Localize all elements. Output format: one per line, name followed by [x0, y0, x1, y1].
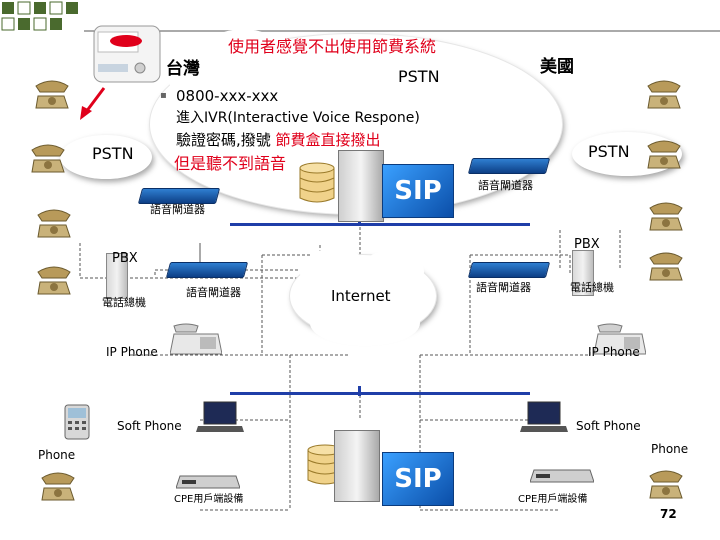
soft-phone-icon: [64, 404, 90, 440]
label-gateway-left-lower: 語音閘道器: [186, 286, 241, 299]
phone-icon: [647, 140, 681, 169]
voip-box-icon: [93, 25, 161, 83]
database-icon: [299, 162, 335, 203]
gateway-icon: [467, 158, 551, 174]
label-pstn-top: PSTN: [398, 67, 440, 86]
ip-phone-icon: [170, 323, 222, 355]
diagram-title: 使用者感覺不出使用節費系統: [228, 37, 437, 56]
pbx-icon: [572, 250, 594, 296]
label-gateway-left-upper: 語音閘道器: [150, 203, 205, 216]
red-arrow-icon: [80, 87, 106, 120]
server-icon: [334, 430, 380, 502]
note-line-3-highlight: 節費盒直接撥出: [275, 131, 381, 149]
backbone-bottom: [230, 392, 530, 395]
cpe-icon: [176, 475, 240, 489]
phone-icon: [649, 202, 683, 231]
gateway-icon: [137, 188, 221, 204]
laptop-icon: [196, 401, 244, 432]
note-line-3-text: 驗證密碼,撥號: [176, 131, 276, 149]
gateway-icon: [467, 262, 551, 278]
label-gateway-right-top: 語音閘道器: [478, 179, 533, 192]
phone-icon: [41, 472, 75, 501]
label-pstn-right: PSTN: [588, 142, 630, 161]
label-usa: 美國: [540, 57, 574, 77]
laptop-icon: [520, 401, 568, 432]
cpe-icon: [530, 469, 594, 483]
label-internet: Internet: [331, 287, 391, 305]
label-phone-right: Phone: [651, 442, 689, 456]
note-line-4: 但是聽不到語音: [174, 154, 287, 173]
label-pbx-right: PBX: [574, 237, 600, 252]
sip-server-icon: SIP: [382, 452, 454, 506]
note-line-2: 進入IVR(Interactive Voice Respone): [176, 110, 420, 126]
note-line-3: 驗證密碼,撥號 節費盒直接撥出: [176, 131, 381, 149]
label-gateway-right-lower: 語音閘道器: [476, 281, 531, 294]
label-pbx-left: PBX: [112, 251, 138, 266]
server-icon: [338, 150, 384, 222]
phone-icon: [31, 144, 65, 173]
label-taiwan: 台灣: [166, 59, 200, 79]
label-soft-phone-left: Soft Phone: [117, 419, 182, 433]
phone-icon: [649, 252, 683, 281]
label-cpe-left: CPE用戶端設備: [174, 494, 244, 505]
phone-icon: [37, 266, 71, 295]
phone-icon: [647, 80, 681, 109]
sip-server-icon: SIP: [382, 164, 454, 218]
backbone-top: [230, 223, 530, 226]
label-ip-phone-left: IP Phone: [106, 345, 158, 359]
gateway-icon: [165, 262, 249, 278]
label-cpe-right: CPE用戶端設備: [518, 494, 588, 505]
pstn-left-cloud: [60, 135, 152, 179]
phone-icon: [35, 80, 69, 109]
label-soft-phone-right: Soft Phone: [576, 419, 641, 433]
label-ip-phone-right: IP Phone: [588, 345, 640, 359]
label-phone-left: Phone: [38, 448, 76, 462]
page-number: 72: [660, 507, 677, 521]
ip-phone-icon: [594, 323, 646, 355]
label-switch-right: 電話總機: [570, 281, 614, 294]
decorative-squares: [1, 1, 78, 31]
phone-icon: [37, 209, 71, 238]
label-switch-left: 電話總機: [102, 296, 146, 309]
label-pstn-left: PSTN: [92, 144, 134, 163]
bullet: ▪: [160, 90, 167, 101]
phone-icon: [649, 470, 683, 499]
pbx-icon: [106, 253, 128, 299]
note-line-1: 0800-xxx-xxx: [176, 87, 279, 105]
pstn-right-cloud: [572, 132, 682, 176]
